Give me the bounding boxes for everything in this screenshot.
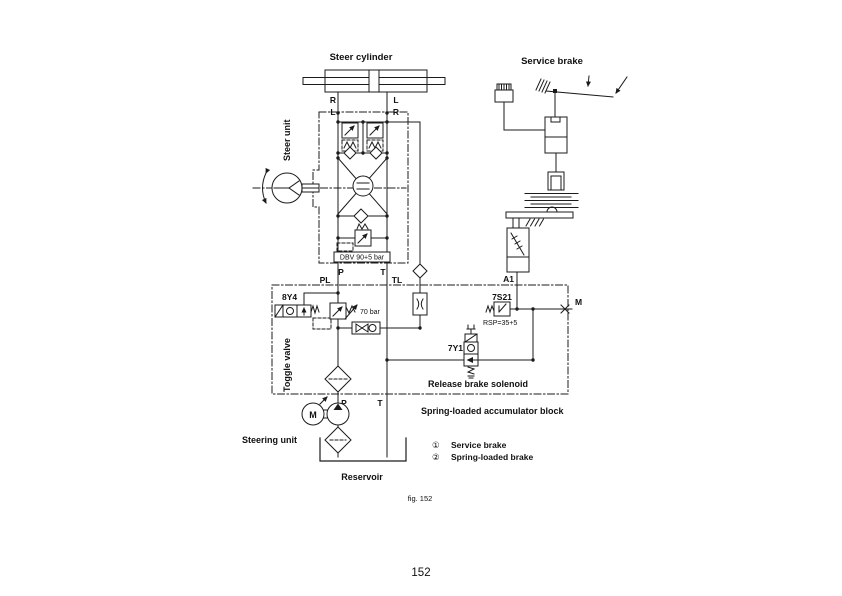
- accumulator-block: Toggle valve PL TL A1 M 8Y4: [271, 271, 582, 404]
- reservoir: Reservoir: [319, 393, 407, 482]
- port-label-r1: R: [330, 95, 336, 105]
- block-port-a1: A1: [503, 274, 514, 284]
- pump-flow-triangle: [333, 403, 343, 410]
- pedal-force-arrow: [615, 76, 628, 94]
- steer-cylinder-title: Steer cylinder: [330, 52, 393, 63]
- dbv-label: DBV 90+5 bar: [340, 255, 385, 262]
- dbv-label-box: [333, 251, 391, 263]
- check-valve-bottom: [353, 208, 369, 224]
- legend: ① Service brake ② Spring-loaded brake: [432, 440, 533, 462]
- rotation-arrow: [261, 167, 271, 204]
- pressure-switch-7s21: 7S21 RSP=35+5: [483, 292, 573, 327]
- relief-70bar-label: 70 bar: [360, 309, 381, 316]
- valve-7y1-label: 7Y1: [448, 343, 463, 353]
- pump-port-p: P: [341, 398, 347, 408]
- junction-dots: [336, 111, 535, 362]
- switch-7s21-label: 7S21: [492, 292, 512, 302]
- shock-valve-left: [341, 122, 359, 152]
- master-cylinder: [544, 92, 568, 173]
- motor-letter: M: [309, 410, 317, 420]
- block-port-tl: TL: [392, 275, 402, 285]
- steering-wheel: [261, 167, 320, 204]
- valve-8y4-label: 8Y4: [282, 292, 297, 302]
- tank-port-t: T: [377, 398, 383, 408]
- steering-unit-title: Steering unit: [242, 435, 297, 445]
- steer-cylinder: Steer cylinder R L L R: [302, 52, 446, 123]
- motor-circle: [301, 402, 325, 426]
- block-port-m: M: [575, 297, 582, 307]
- check-orifice-valve: [337, 321, 421, 335]
- block-port-pl: PL: [320, 275, 331, 285]
- steer-unit-border: [312, 111, 409, 264]
- service-brake-title: Service brake: [521, 56, 583, 67]
- brake-disc-stack: [524, 171, 579, 208]
- reservoir-title: Reservoir: [341, 472, 383, 482]
- page-number: 152: [411, 567, 430, 579]
- legend-label-2: Spring-loaded brake: [451, 452, 533, 462]
- legend-label-1: Service brake: [451, 440, 507, 450]
- bypass-orifice: [412, 292, 428, 329]
- accumulator-block-title: Spring-loaded accumulator block: [421, 406, 565, 416]
- check-valve-right: [369, 146, 383, 160]
- relief-valve-dbv: DBV 90+5 bar: [333, 222, 391, 263]
- steer-port-p: P: [338, 267, 344, 277]
- metering-unit: [352, 175, 374, 197]
- brake-pedal-lever: [535, 75, 628, 98]
- steer-port-t: T: [380, 267, 386, 277]
- motor-pump-unit: Steering unit M: [242, 396, 352, 458]
- cylinder-piston: [368, 69, 380, 93]
- spring-brake-cylinder: [506, 227, 530, 273]
- accumulator-block-border: [271, 284, 569, 395]
- check-valve-left: [343, 146, 357, 160]
- shock-valve-right: [366, 122, 384, 152]
- toggle-valve-8y4: 8Y4: [274, 292, 339, 330]
- port-label-l1: L: [393, 95, 398, 105]
- pedal-force-arrow-small: [585, 75, 591, 87]
- figure-caption: fig. 152: [408, 494, 433, 503]
- bypass-check-valve: [412, 263, 428, 279]
- release-brake-solenoid-title: Release brake solenoid: [428, 379, 528, 389]
- legend-symbol-2: ②: [432, 452, 440, 462]
- switch-setting-label: RSP=35+5: [483, 320, 517, 327]
- service-brake-assembly: Service brake: [494, 56, 628, 273]
- motor-rotation-arrow: [319, 396, 328, 405]
- release-solenoid-7y1: 7Y1: [386, 324, 534, 379]
- brake-fluid-reservoir: [494, 83, 546, 131]
- brake-lever: [505, 206, 574, 229]
- steer-unit: Steer unit: [252, 111, 409, 277]
- toggle-valve-title: Toggle valve: [282, 338, 292, 392]
- legend-symbol-1: ①: [432, 440, 440, 450]
- relief-valve-70bar: 70 bar: [329, 302, 381, 320]
- steer-unit-title: Steer unit: [282, 119, 292, 161]
